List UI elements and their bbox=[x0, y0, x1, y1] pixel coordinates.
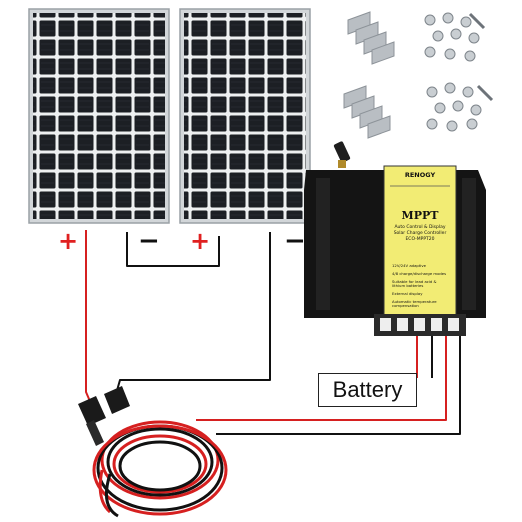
controller-model: ECO-MPPT20 bbox=[405, 237, 435, 242]
controller-feature-2: 4/8 charge/discharge modes bbox=[392, 271, 447, 276]
antenna bbox=[333, 141, 351, 168]
controller-brand: RENOGY bbox=[404, 171, 436, 179]
panel1-positive-label: + bbox=[58, 227, 79, 255]
controller-feature-4: External display bbox=[392, 291, 423, 296]
controller-subtitle-2: Solar Charge Controller bbox=[393, 231, 447, 236]
solar-panel-right bbox=[179, 8, 311, 224]
controller-feature-5: Automatic temperature compensation bbox=[392, 299, 437, 308]
wire-panel1-positive bbox=[85, 230, 93, 407]
controller-feature-1: 12V/24V adaptive bbox=[392, 263, 426, 268]
controller-subtitle-1: Auto Control & Display bbox=[394, 225, 446, 230]
mounting-brackets bbox=[343, 11, 395, 139]
panel1-negative-label: − bbox=[138, 226, 160, 256]
controller-mppt-title: MPPT bbox=[401, 209, 439, 222]
solar-panel-left bbox=[28, 8, 170, 224]
panel2-positive-label: + bbox=[190, 227, 211, 255]
controller-feature-3: Suitable for lead acid & lithium batteri… bbox=[392, 279, 437, 288]
bolts-and-washers bbox=[424, 12, 494, 132]
panel2-negative-label: − bbox=[284, 226, 306, 256]
mppt-controller bbox=[304, 165, 486, 336]
cable-coil bbox=[92, 420, 228, 518]
battery-label: Battery bbox=[318, 373, 417, 407]
mc4-connectors bbox=[78, 386, 130, 446]
wire-panel2-negative bbox=[115, 232, 271, 395]
wire-controller-to-cable-black bbox=[216, 336, 461, 435]
wire-panel1-negative-to-panel2-positive bbox=[126, 232, 220, 267]
wire-controller-to-cable-red bbox=[196, 336, 447, 421]
